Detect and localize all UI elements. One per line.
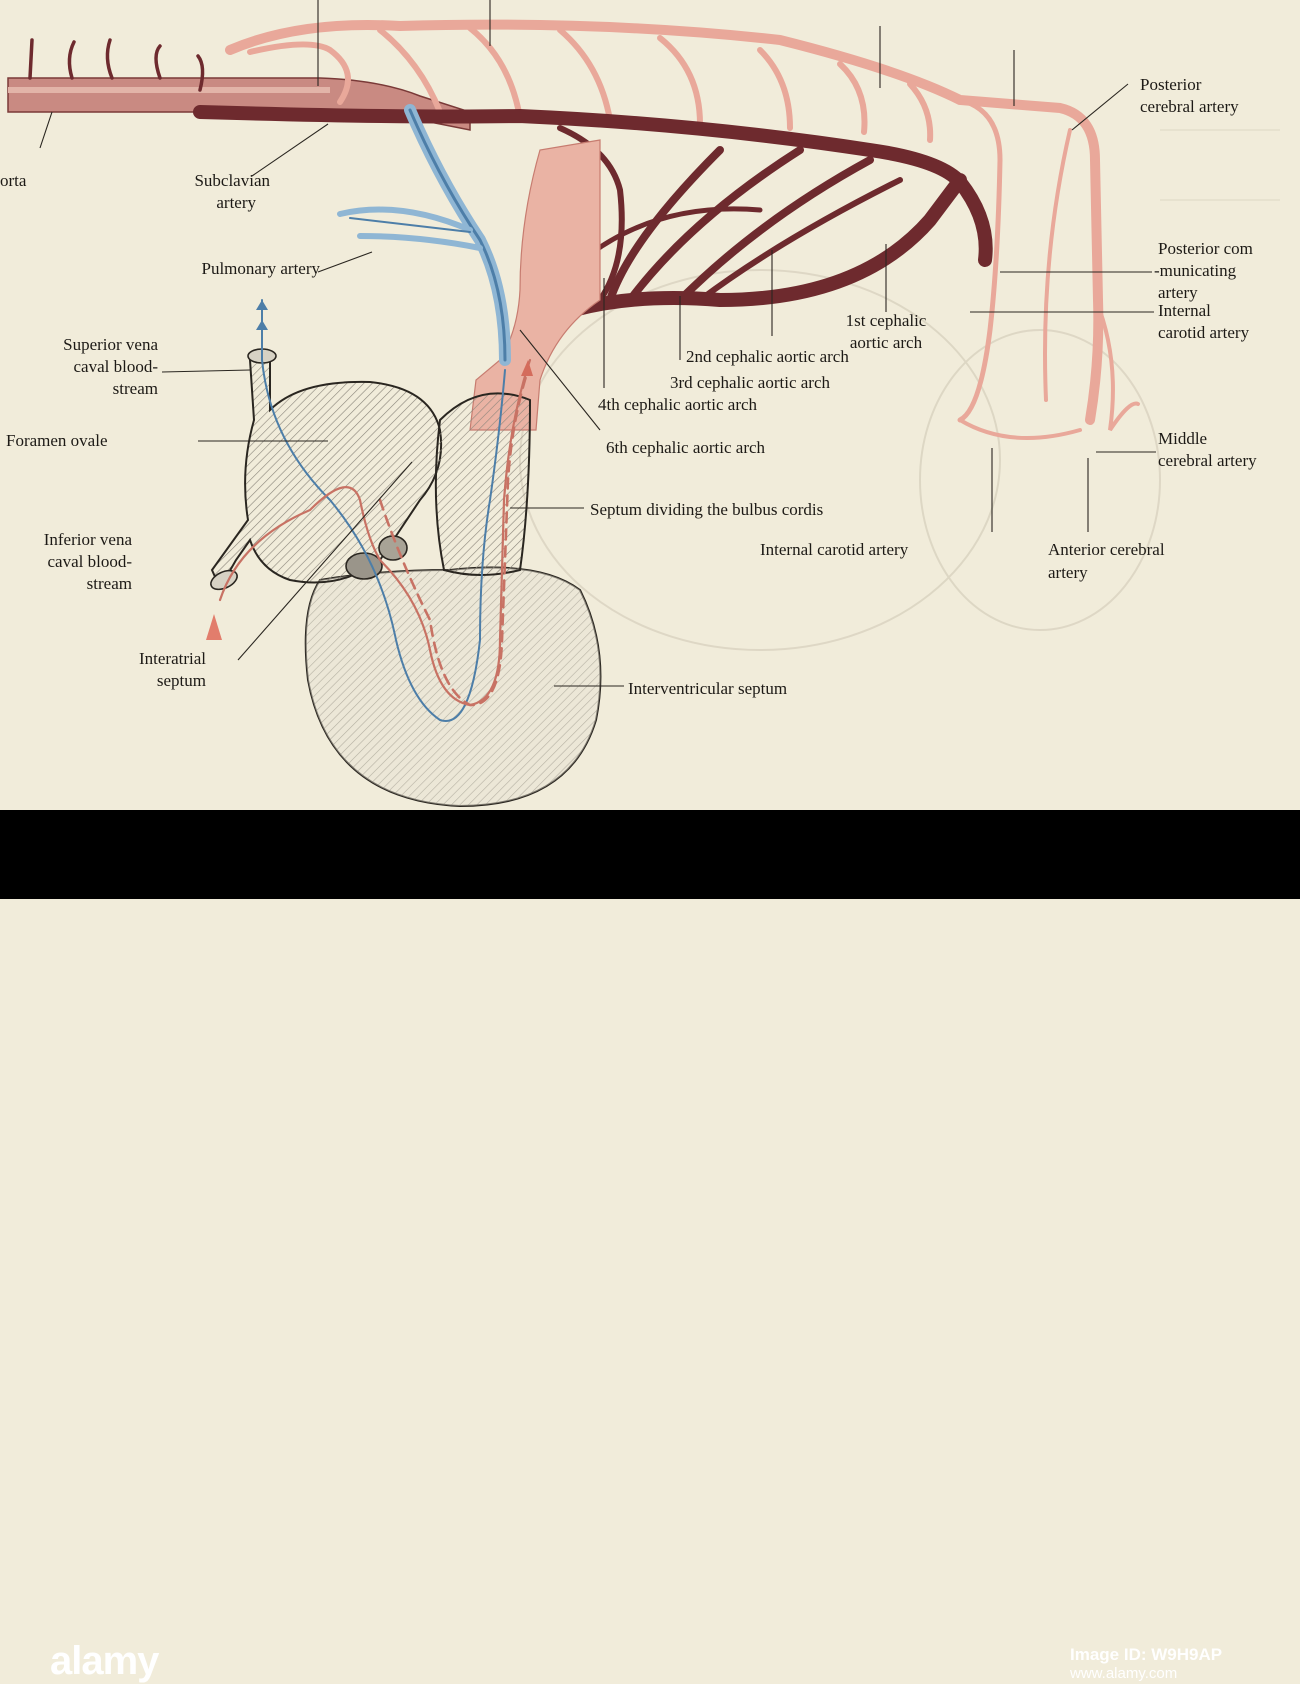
label-posterior-cerebral: Posterior xyxy=(1140,75,1202,94)
label-posterior-communicating-2: -municating xyxy=(1154,261,1237,280)
label-superior-vena-3: stream xyxy=(113,379,158,398)
bulbus-trunk xyxy=(469,139,601,431)
label-interatrial-septum-2: septum xyxy=(157,671,206,690)
label-foramen-ovale: Foramen ovale xyxy=(6,431,108,450)
label-interatrial-septum: Interatrial xyxy=(139,649,206,668)
background-ghost-artwork xyxy=(519,129,1280,651)
label-subclavian-artery: Subclavian xyxy=(194,171,270,190)
label-subclavian-artery-2: artery xyxy=(216,193,256,212)
label-middle-cerebral-2: cerebral artery xyxy=(1158,451,1257,470)
label-arch-1-2: aortic arch xyxy=(850,333,923,352)
image-id: Image ID: W9H9AP xyxy=(1070,1645,1223,1664)
label-arch-4: 4th cephalic aortic arch xyxy=(598,395,758,414)
site-url: www.alamy.com xyxy=(1070,1665,1178,1682)
label-arch-1: 1st cephalic xyxy=(846,311,927,330)
label-arch-6: 6th cephalic aortic arch xyxy=(606,438,766,457)
label-superior-vena: Superior vena xyxy=(63,335,158,354)
label-internal-carotid-right-2: carotid artery xyxy=(1158,323,1250,342)
label-posterior-cerebral-2: cerebral artery xyxy=(1140,97,1239,116)
venous-stream xyxy=(337,104,511,366)
label-pulmonary-artery: Pulmonary artery xyxy=(202,259,321,278)
label-superior-vena-2: caval blood- xyxy=(74,357,159,376)
watermark-bar: alamy Image ID: W9H9AP www.alamy.com xyxy=(0,810,1300,1683)
ventricle xyxy=(304,566,602,808)
label-internal-carotid-bottom: Internal carotid artery xyxy=(760,540,909,559)
label-inferior-vena-3: stream xyxy=(87,574,132,593)
label-arch-2: 2nd cephalic aortic arch xyxy=(686,347,849,366)
alamy-logo: alamy xyxy=(50,1639,159,1683)
label-posterior-communicating-3: artery xyxy=(1158,283,1198,302)
label-aorta: orta xyxy=(0,171,27,190)
label-arch-3: 3rd cephalic aortic arch xyxy=(670,373,830,392)
label-posterior-communicating: Posterior com xyxy=(1158,239,1253,258)
pink-vessel-network xyxy=(225,19,1140,440)
embryonic-heart-diagram: orta Subclavian artery Pulmonary artery … xyxy=(0,0,1280,808)
image-id-block: Image ID: W9H9AP www.alamy.com xyxy=(1070,1645,1222,1683)
label-middle-cerebral: Middle xyxy=(1158,429,1207,448)
segmental-arteries xyxy=(28,38,205,92)
label-inferior-vena-2: caval blood- xyxy=(48,552,133,571)
label-internal-carotid-right: Internal xyxy=(1158,301,1211,320)
label-anterior-cerebral-2: artery xyxy=(1048,563,1088,582)
label-anterior-cerebral: Anterior cerebral xyxy=(1048,540,1165,559)
label-septum-bulbus: Septum dividing the bulbus cordis xyxy=(590,500,823,519)
label-inferior-vena: Inferior vena xyxy=(44,530,133,549)
blood-flow-lines xyxy=(206,299,533,722)
label-interventricular-septum: Interventricular septum xyxy=(628,679,787,698)
leader-lines xyxy=(39,0,1156,687)
labels: orta Subclavian artery Pulmonary artery … xyxy=(0,75,1257,698)
